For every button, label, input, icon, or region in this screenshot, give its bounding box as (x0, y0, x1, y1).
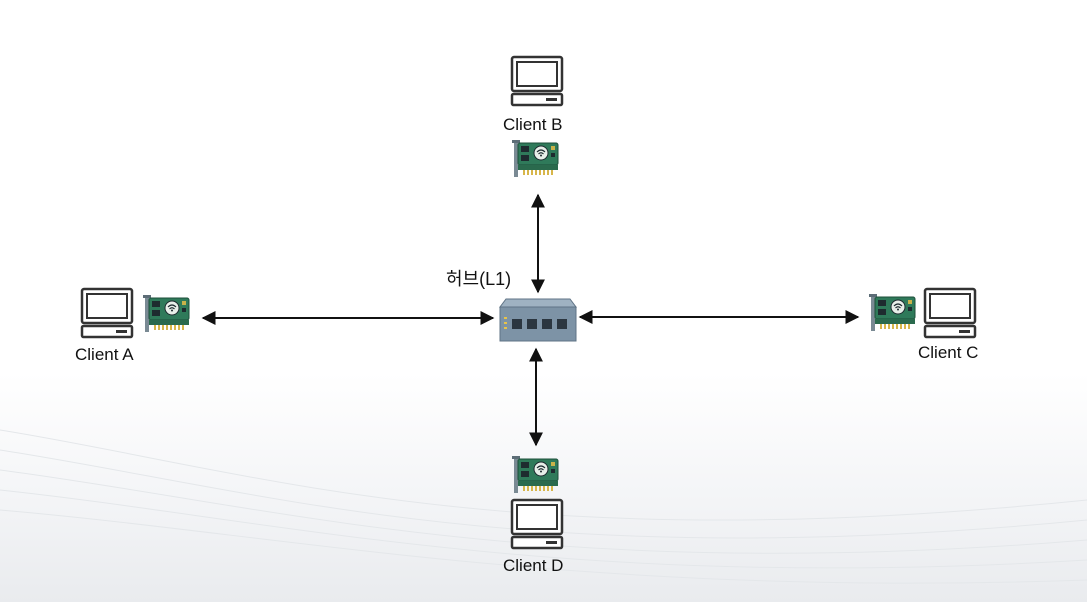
desktop-computer-icon (510, 55, 564, 107)
client-b-label: Client B (503, 115, 563, 135)
client-a-label: Client A (75, 345, 134, 365)
client-d-label: Client D (503, 556, 563, 576)
network-card-icon (142, 294, 192, 334)
network-card-icon (868, 293, 918, 333)
network-card-icon (511, 455, 561, 495)
desktop-computer-icon (510, 498, 564, 550)
client-c-label: Client C (918, 343, 978, 363)
network-card-icon (511, 139, 561, 179)
network-hub-icon (498, 297, 578, 345)
desktop-computer-icon (923, 287, 977, 339)
hub-label: 허브(L1) (446, 265, 511, 291)
desktop-computer-icon (80, 287, 134, 339)
